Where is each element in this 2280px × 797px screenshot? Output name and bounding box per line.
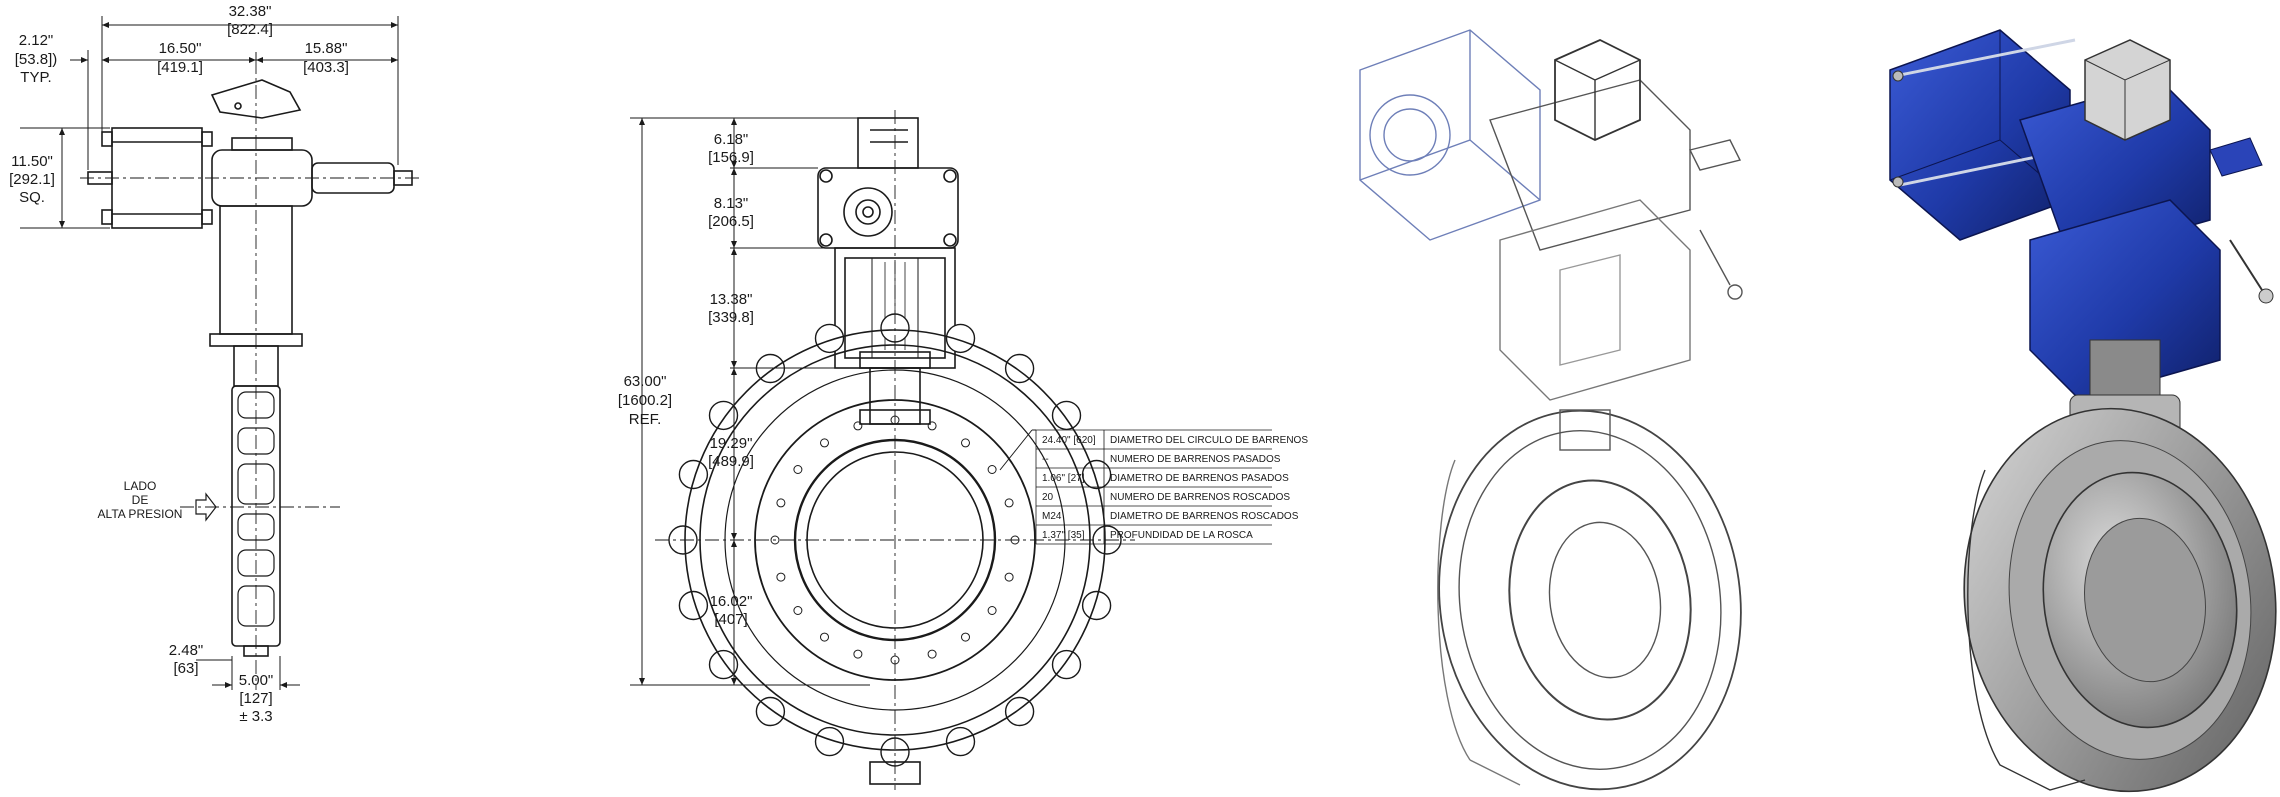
body-lug <box>678 590 709 621</box>
side-view-dimensions <box>20 16 399 690</box>
front-view <box>655 110 1135 790</box>
spec-value: 24.40" [620] <box>1042 435 1096 446</box>
bolt-hole <box>793 465 803 474</box>
spec-value: 1.37" [35] <box>1042 530 1085 541</box>
bolt-hole <box>1004 572 1014 582</box>
lower-body-metric: [407] <box>714 611 747 628</box>
upper-body-metric: [489.9] <box>708 453 754 470</box>
right-span-metric: [403.3] <box>303 59 349 76</box>
bracket-height-metric: [339.8] <box>708 309 754 326</box>
actuator-square-label: 11.50" <box>11 153 53 170</box>
spec-value: M24 <box>1042 511 1062 522</box>
ghost-switch-box <box>1554 39 1641 141</box>
pressure-side-line3: ALTA PRESION <box>98 507 183 521</box>
bolt-hole <box>987 606 997 615</box>
isometric-rendered-view <box>1889 29 2277 793</box>
bolt-hole <box>987 465 997 474</box>
overall-height-metric: [1600.2] <box>618 392 672 409</box>
body-width-tolerance: ± 3.3 <box>239 708 272 725</box>
bolt-hole <box>770 535 780 545</box>
bolt-hole <box>820 438 829 448</box>
spec-value: -- <box>1042 454 1049 465</box>
bracket-height-label: 13.38" <box>710 291 753 308</box>
isometric-wireframe-view <box>1359 29 1743 791</box>
flange-offset-metric: [53.8]) <box>15 51 58 68</box>
front-gearbox <box>817 167 959 249</box>
actuator-height-metric: [206.5] <box>708 213 754 230</box>
actuator-square-note: SQ. <box>19 189 45 206</box>
side-view-labels: 32.38" [822.4] 16.50" [419.1] 15.88" [40… <box>9 3 349 725</box>
bolt-hole <box>776 498 786 508</box>
pressure-side-line1: LADO <box>124 479 157 493</box>
front-view-labels: 63.00" [1600.2] REF. 6.18" [156.9] 8.13"… <box>618 131 754 628</box>
bolt-hole <box>820 632 829 642</box>
spec-table: 24.40" [620] DIAMETRO DEL CIRCULO DE BAR… <box>1035 429 1308 545</box>
bolt-hole <box>793 606 803 615</box>
pressure-side-line2: DE <box>132 493 149 507</box>
flange-offset-note: TYP. <box>20 69 51 86</box>
left-span-label: 16.50" <box>159 40 202 57</box>
overall-height-label: 63.00" <box>624 373 667 390</box>
bolt-hole <box>853 649 863 659</box>
ghost-body <box>1438 409 1742 791</box>
rendered-switch-box <box>2084 39 2171 141</box>
bolt-hole <box>853 421 863 431</box>
front-view-dimensions <box>630 117 1036 686</box>
spec-label: DIAMETRO DEL CIRCULO DE BARRENOS <box>1110 435 1308 446</box>
overall-width-metric: [822.4] <box>227 21 273 38</box>
bolt-hole <box>961 438 970 448</box>
upper-body-label: 19.29" <box>710 435 753 452</box>
spec-label: NUMERO DE BARRENOS ROSCADOS <box>1110 492 1290 503</box>
body-lug <box>1081 590 1112 621</box>
ghost-bracket <box>1499 199 1691 401</box>
spec-value: 20 <box>1042 492 1054 503</box>
body-lug <box>945 726 976 757</box>
face-width-metric: [63] <box>173 660 198 677</box>
bolt-hole <box>927 421 937 431</box>
body-lug <box>814 726 845 757</box>
spec-label: PROFUNDIDAD DE LA ROSCA <box>1110 530 1253 541</box>
switch-height-metric: [156.9] <box>708 149 754 166</box>
body-width-metric: [127] <box>239 690 272 707</box>
left-span-metric: [419.1] <box>157 59 203 76</box>
face-width-label: 2.48" <box>169 642 204 659</box>
side-view <box>80 60 420 690</box>
body-lug <box>678 459 709 490</box>
bolt-hole <box>961 632 970 642</box>
actuator-height-label: 8.13" <box>714 195 749 212</box>
front-switch-box <box>857 117 919 169</box>
spec-value: 1.06" [27] <box>1042 473 1085 484</box>
bolt-hole <box>927 649 937 659</box>
spec-label: DIAMETRO DE BARRENOS ROSCADOS <box>1110 511 1299 522</box>
overall-width-label: 32.38" <box>229 3 272 20</box>
body-lug <box>814 323 845 354</box>
bolt-hole <box>776 572 786 582</box>
actuator-square-metric: [292.1] <box>9 171 55 188</box>
flange-offset-label: 2.12" <box>19 32 54 49</box>
body-lug <box>1081 459 1112 490</box>
switch-box <box>210 79 302 119</box>
bolt-hole <box>1004 498 1014 508</box>
blue-bracket <box>2029 199 2221 401</box>
right-span-label: 15.88" <box>305 40 348 57</box>
switch-height-label: 6.18" <box>714 131 749 148</box>
lower-body-label: 16.02" <box>710 593 753 610</box>
body-width-label: 5.00" <box>239 672 274 689</box>
spec-label: NUMERO DE BARRENOS PASADOS <box>1110 454 1281 465</box>
spec-label: DIAMETRO DE BARRENOS PASADOS <box>1110 473 1289 484</box>
body-lug <box>945 323 976 354</box>
overall-height-note: REF. <box>629 411 662 428</box>
